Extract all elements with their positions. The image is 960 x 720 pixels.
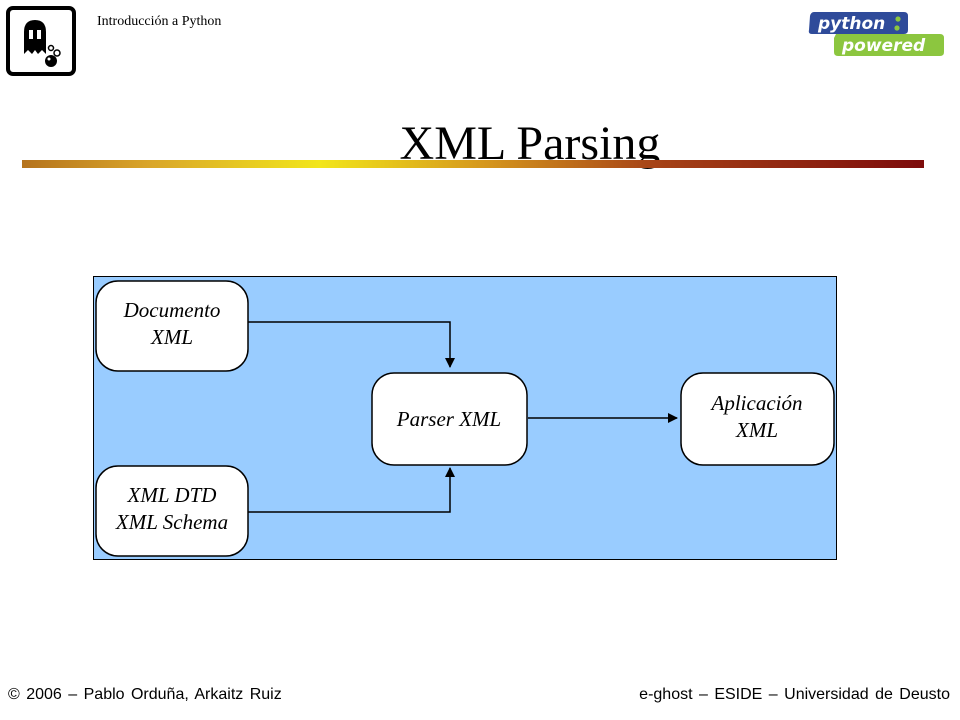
node-aplicacion-xml: Aplicación XML <box>680 372 835 466</box>
node-aplicacion-line2: XML <box>735 418 778 442</box>
arrow-documento-to-parser <box>248 321 455 368</box>
python-powered-graphic: python powered <box>808 12 944 56</box>
node-dtd-line1: XML DTD <box>127 483 217 507</box>
node-parser-label: Parser XML <box>396 407 501 431</box>
python-powered-logo-icon: python powered <box>808 8 946 65</box>
node-xml-dtd-schema: XML DTD XML Schema <box>95 465 249 557</box>
node-dtd-line2: XML Schema <box>115 510 228 534</box>
node-documento-line2: XML <box>150 325 193 349</box>
footer-organization: e-ghost – ESIDE – Universidad de Deusto <box>639 686 950 703</box>
course-title: Introducción a Python <box>97 14 222 29</box>
node-parser-xml: Parser XML <box>371 372 528 466</box>
title-gradient-bar <box>22 160 924 168</box>
footer-authors: © 2006 – Pablo Orduña, Arkaitz Ruiz <box>8 686 282 703</box>
ghost-logo-graphic <box>24 20 61 67</box>
diagram-canvas: Documento XML XML DTD XML Schema Parser … <box>93 276 837 560</box>
node-documento-line1: Documento <box>123 298 221 322</box>
python-word: python <box>817 14 885 34</box>
xml-parsing-diagram: Documento XML XML DTD XML Schema Parser … <box>93 276 838 566</box>
powered-word: powered <box>841 36 926 56</box>
arrow-dtd-to-parser <box>248 467 455 513</box>
node-documento-xml: Documento XML <box>95 280 249 372</box>
ghost-logo-icon <box>6 6 76 76</box>
node-aplicacion-line1: Aplicación <box>710 391 803 415</box>
